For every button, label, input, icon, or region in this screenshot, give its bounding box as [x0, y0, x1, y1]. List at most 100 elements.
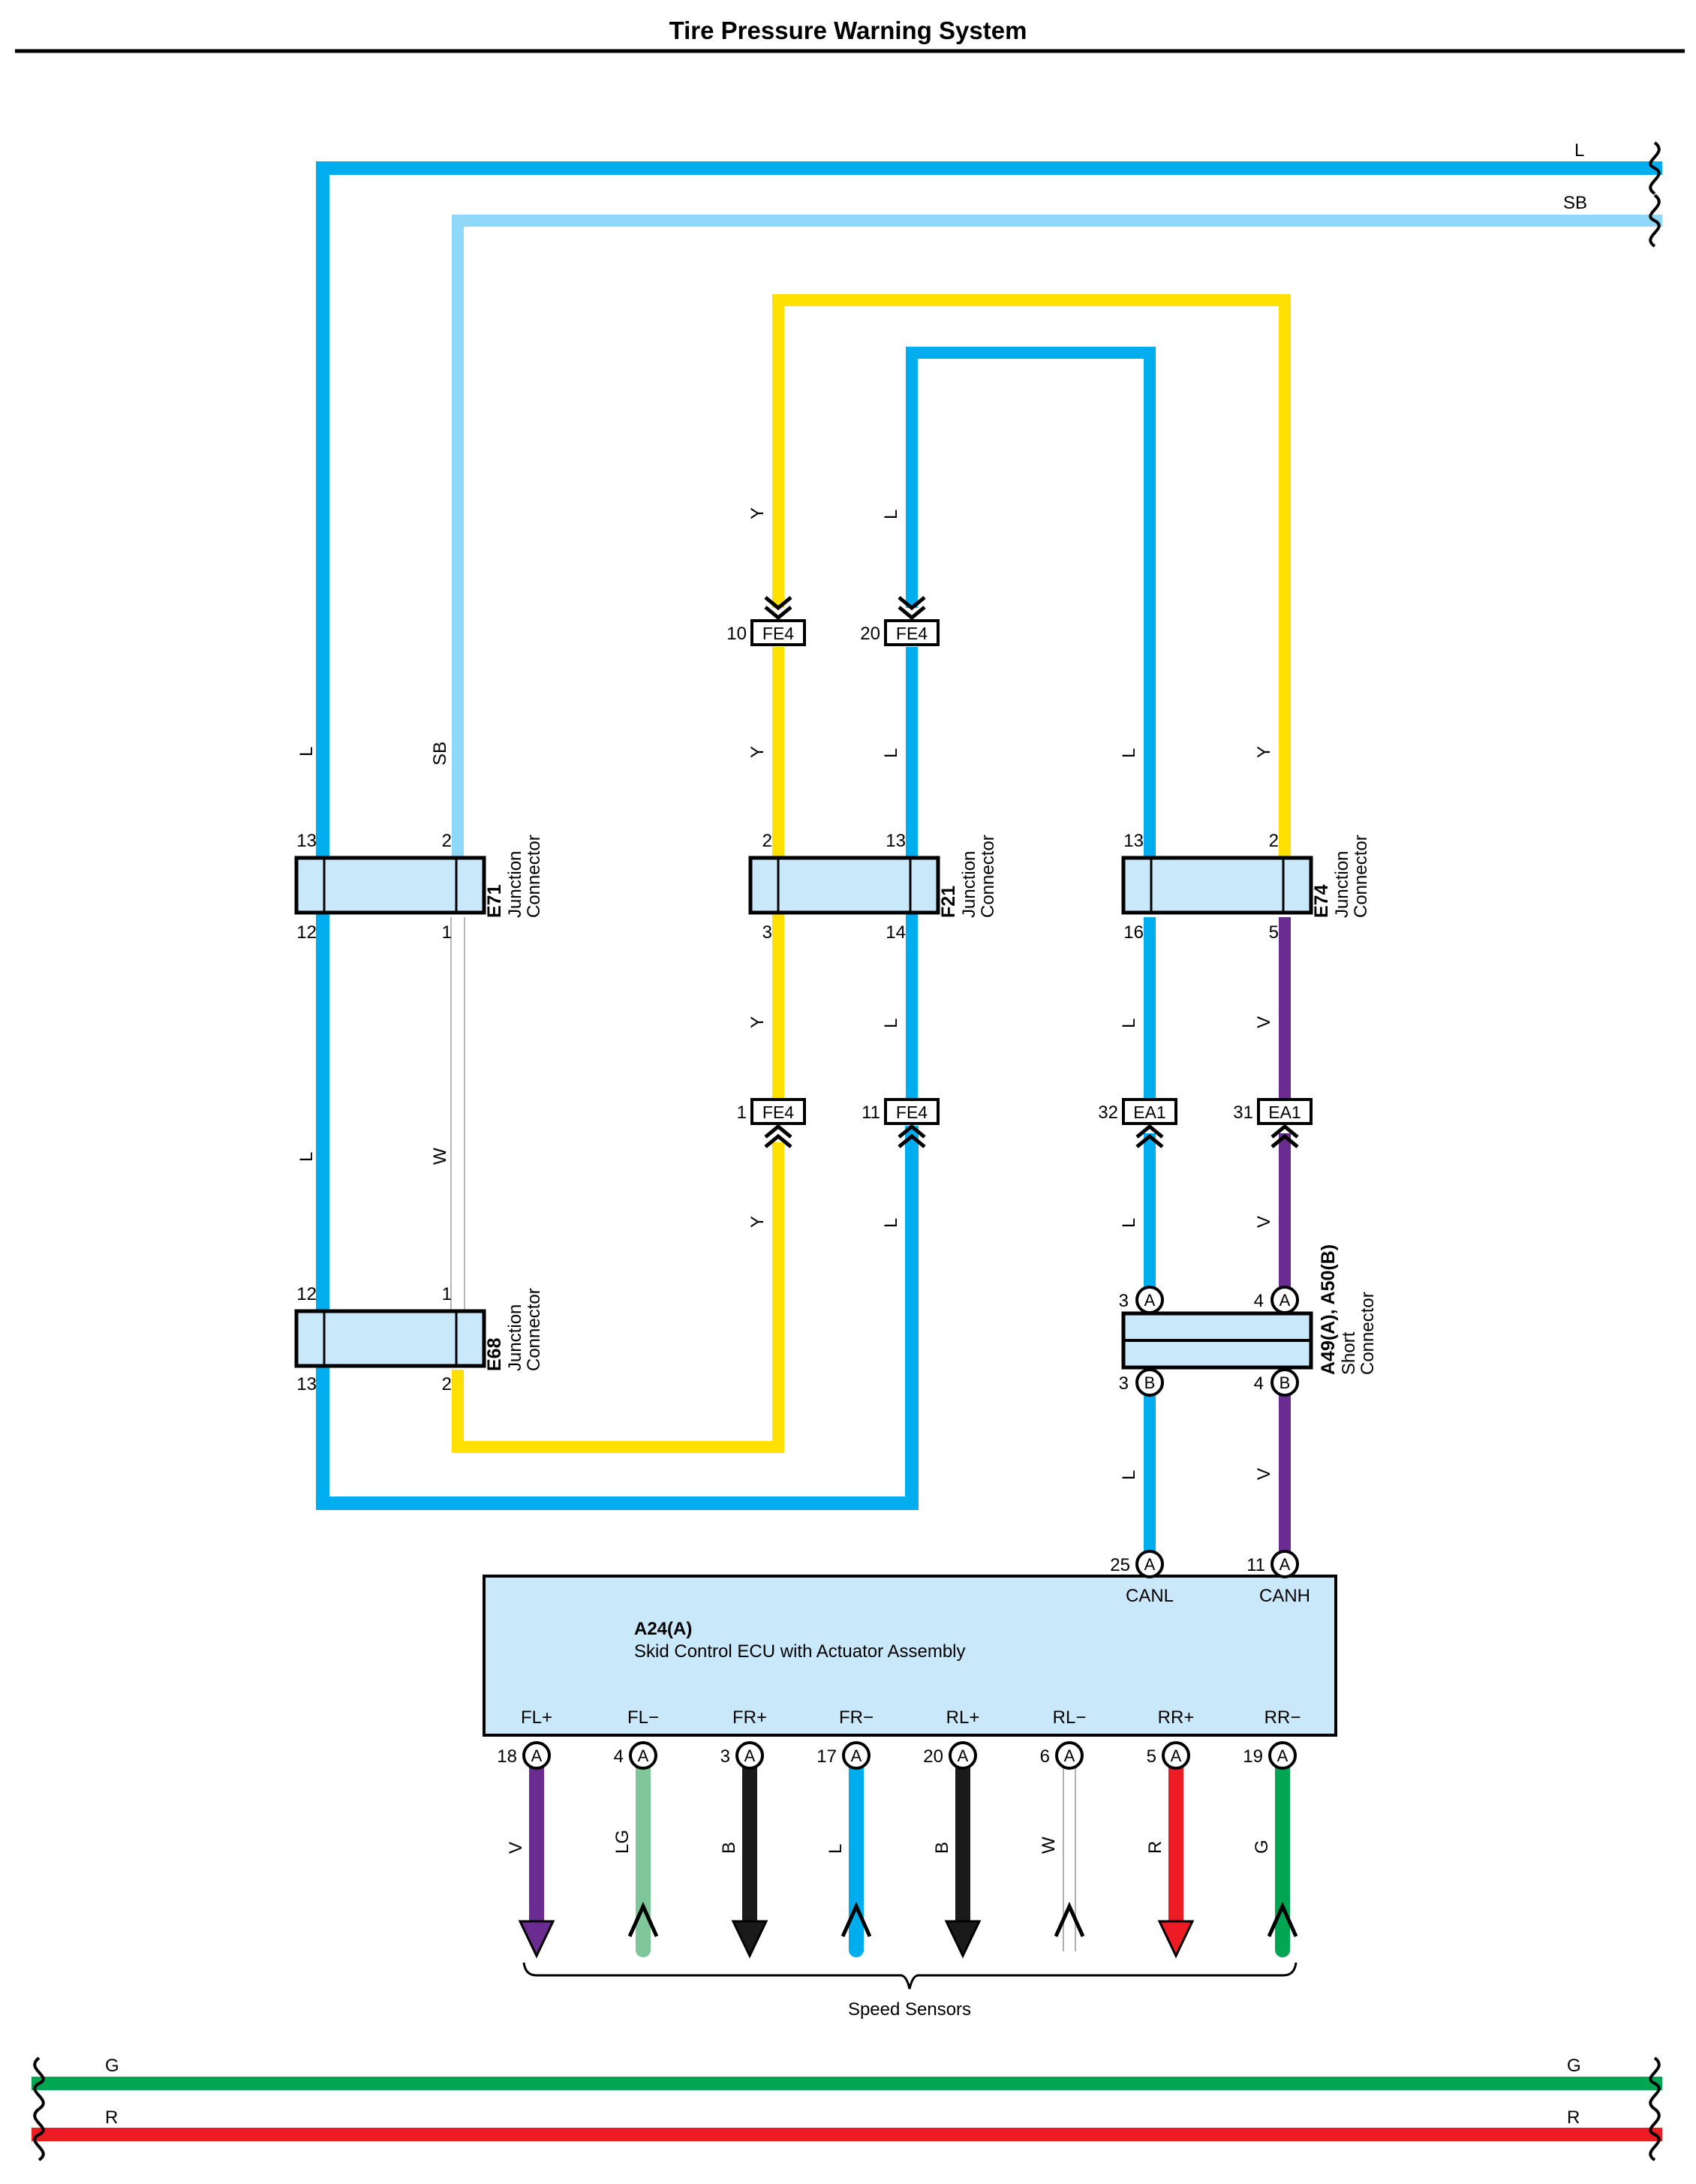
pin-number: 12	[296, 1284, 317, 1304]
pin-number: 20	[860, 624, 880, 644]
chevron-down-icon	[764, 596, 792, 611]
wire-l-main	[316, 161, 1662, 1510]
connector-desc: Connector	[1358, 1292, 1378, 1375]
pin-letter: A	[1144, 1291, 1156, 1310]
pin-number: 17	[816, 1746, 837, 1767]
chevron-up-icon	[1270, 1133, 1299, 1148]
label-col5-mid: L	[1119, 1018, 1139, 1028]
connector-desc: Connector	[524, 1288, 544, 1371]
pin-circle	[1135, 1368, 1164, 1397]
arrow-down-icon	[1157, 1920, 1195, 1959]
label-col6-low: V	[1254, 1216, 1274, 1228]
pin-circle	[842, 1741, 871, 1770]
label-bottom-r-right: R	[1567, 2107, 1580, 2128]
chevron-up-icon	[764, 1133, 792, 1148]
inline-connector-body	[1257, 1098, 1313, 1125]
pin-label: RR+	[1158, 1707, 1195, 1728]
wire-y-e68	[452, 1142, 784, 1453]
label-col5-low: L	[1119, 1218, 1139, 1228]
connector-desc: Junction	[1332, 851, 1352, 918]
pin-number: 6	[1040, 1746, 1050, 1767]
label-col1-upper: L	[296, 747, 317, 757]
inline-connector-name: FE4	[896, 1103, 928, 1122]
pin-label: FR+	[732, 1707, 767, 1728]
inline-connector-body	[884, 619, 940, 646]
wire-sb	[452, 215, 1662, 858]
arrow-up-icon	[1267, 1901, 1298, 1938]
connector-code: F21	[938, 886, 959, 918]
label-col6-mid: V	[1254, 1016, 1274, 1028]
wire-color-label: R	[1145, 1841, 1165, 1854]
wire-color-label: V	[506, 1842, 526, 1854]
connector-desc: Connector	[978, 835, 998, 918]
connector-desc: Junction	[505, 1304, 525, 1371]
pin-number: 20	[923, 1746, 943, 1767]
label-bottom-g-left: G	[105, 2056, 119, 2076]
connector-code: A49(A), A50(B)	[1318, 1244, 1339, 1375]
chevron-up-icon	[1135, 1133, 1164, 1148]
connector-desc: Junction	[959, 851, 979, 918]
pin-number: 13	[886, 831, 906, 851]
pin-circle	[522, 1741, 551, 1770]
pin-number: 32	[1098, 1103, 1118, 1123]
label-col1-lower: L	[296, 1152, 317, 1162]
pin-circle	[1135, 1550, 1164, 1578]
pin-label: RL+	[946, 1707, 980, 1728]
label-col2-lower: W	[430, 1148, 450, 1165]
pin-circle	[1270, 1368, 1299, 1397]
pin-circle	[1270, 1550, 1299, 1578]
pin-number: 19	[1243, 1746, 1263, 1767]
wire-color-label: B	[719, 1842, 739, 1854]
ecu-bottom-pins: A18FL+VA4FL−LGA3FR+BA17FR−LA20RL+BA6RL−W…	[497, 1707, 1301, 1959]
pin-letter: A	[1064, 1746, 1075, 1765]
connector-code: E71	[484, 884, 505, 918]
pin-number: 4	[1254, 1373, 1264, 1394]
chevron-up-icon	[898, 1133, 926, 1148]
pin-circle	[1055, 1741, 1084, 1770]
chevron-up-icon	[1135, 1124, 1164, 1139]
wire-color-label: G	[1252, 1840, 1272, 1854]
connector-body	[294, 1309, 486, 1368]
arrow-up-icon	[840, 1901, 872, 1938]
pin-number: 2	[1269, 831, 1279, 851]
wire-color-label: LG	[612, 1830, 633, 1854]
pin-letter: A	[744, 1746, 756, 1765]
arrow-down-icon	[518, 1920, 555, 1959]
pin-number: 31	[1233, 1103, 1253, 1123]
connector-desc: Junction	[505, 851, 525, 918]
label-col4-top: L	[881, 510, 901, 519]
wire-color-label: W	[1039, 1837, 1059, 1854]
ecu-code: A24(A)	[634, 1619, 692, 1639]
connector-desc: Connector	[1351, 835, 1371, 918]
pin-number: 10	[726, 624, 747, 644]
inline-connector-name: FE4	[762, 624, 794, 643]
pin-number: 3	[762, 922, 772, 943]
label-col3-mid: Y	[747, 746, 768, 758]
wire-color-label: L	[825, 1844, 846, 1854]
pin-label: RL−	[1053, 1707, 1087, 1728]
connector-body	[1121, 856, 1313, 915]
inline-connector-fe4-10: FE4 10	[726, 596, 806, 646]
inline-connector-body	[750, 619, 806, 646]
pin-number: 16	[1123, 922, 1144, 943]
label-bottom-r-left: R	[105, 2107, 118, 2128]
connector-desc: Short	[1339, 1331, 1359, 1375]
pin-number: 12	[296, 922, 317, 943]
pin-letter: B	[1280, 1373, 1291, 1392]
ecu-box	[483, 1575, 1337, 1737]
pin-letter: A	[1171, 1746, 1182, 1765]
